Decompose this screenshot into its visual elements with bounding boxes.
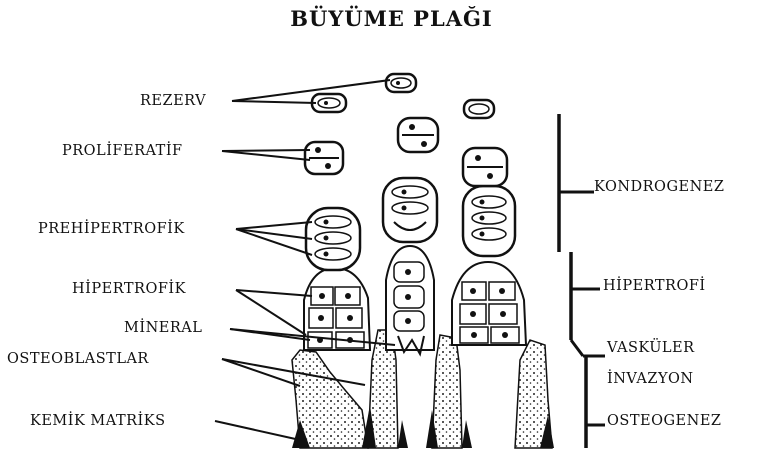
stage-brackets — [559, 114, 605, 448]
cartilage-column-left — [304, 208, 370, 350]
cartilage-column-right — [452, 186, 526, 345]
cartilage-column-middle — [383, 178, 437, 354]
proliferative-cells — [305, 118, 507, 186]
reserve-cells — [312, 74, 494, 118]
